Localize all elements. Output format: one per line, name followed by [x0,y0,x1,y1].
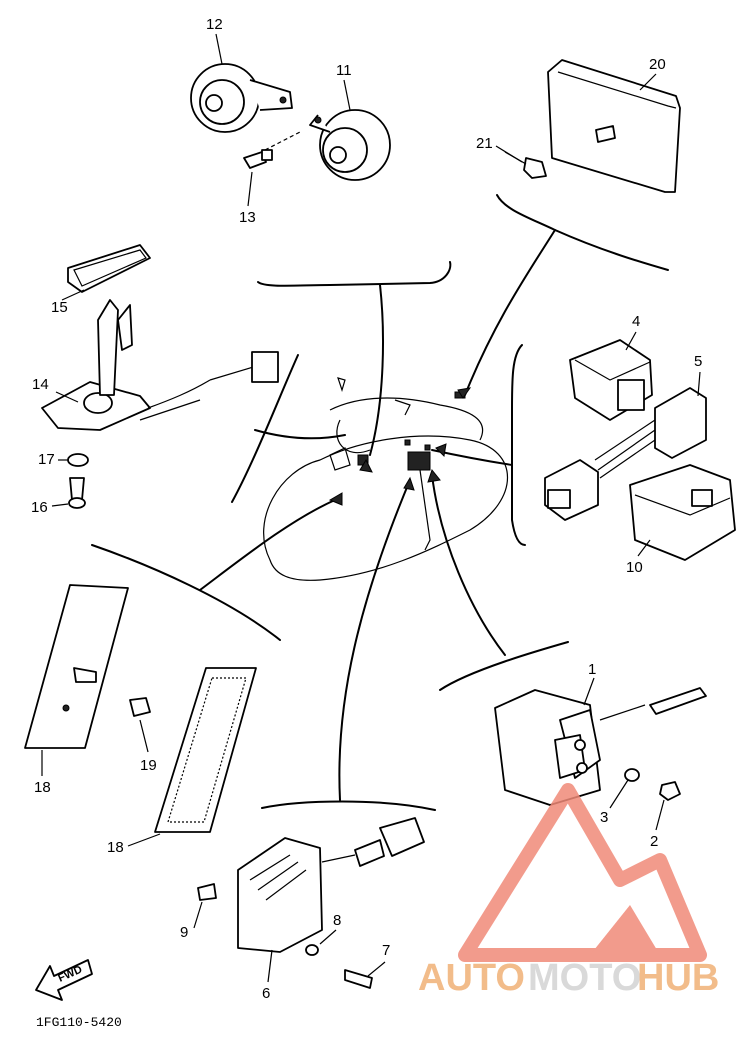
callout-label: 11 [336,62,352,79]
relay-4 [569,339,653,421]
callout-label: 16 [31,499,48,516]
callout-label: 19 [140,757,157,774]
callout-label: 20 [649,56,666,73]
watermark-text: AUTO MOTO HUB [418,957,719,999]
headlight-switch [494,687,707,806]
callout-label: 14 [32,376,49,393]
group-brackets [91,194,669,811]
fuel-sender [41,244,279,509]
callout-label: 8 [333,912,341,929]
motorcycle-frame-outline [263,377,508,581]
callout-label: 17 [38,451,55,468]
callout-label: 3 [600,809,608,826]
svg-text:HUB: HUB [637,957,719,999]
svg-text:AUTO: AUTO [418,957,525,999]
svg-text:MOTO: MOTO [528,957,641,999]
callout-leaders [41,33,701,983]
figure-code: 1FG110-5420 [36,1015,122,1030]
callout-label: 13 [239,209,256,226]
reflector-side [24,584,129,749]
callout-label: 10 [626,559,643,576]
relay-10 [629,464,736,561]
callout-label: 6 [262,985,270,1002]
plate-light-housing [504,59,681,193]
callout-label: 4 [632,313,640,330]
watermark-logo [458,783,707,962]
callout-label: 18 [34,779,51,796]
callout-label: 7 [382,942,390,959]
horn-right [309,109,391,181]
callout-label: 15 [51,299,68,316]
relay-5-harness [544,387,707,521]
callout-label: 12 [206,16,223,33]
callout-label: 2 [650,833,658,850]
callout-label: 21 [476,135,493,152]
callout-labels: 1 2 3 4 5 6 7 8 9 10 11 12 13 14 15 16 1… [31,16,702,1002]
callout-label: 9 [180,924,188,941]
horn-bolt [243,131,301,169]
rectifier-regulator [197,817,425,989]
callout-label: 18 [107,839,124,856]
callout-label: 5 [694,353,702,370]
reflector-rear [129,667,257,833]
fwd-arrow: FWD [35,959,93,1001]
callout-label: 1 [588,661,596,678]
horn-left [190,63,293,133]
